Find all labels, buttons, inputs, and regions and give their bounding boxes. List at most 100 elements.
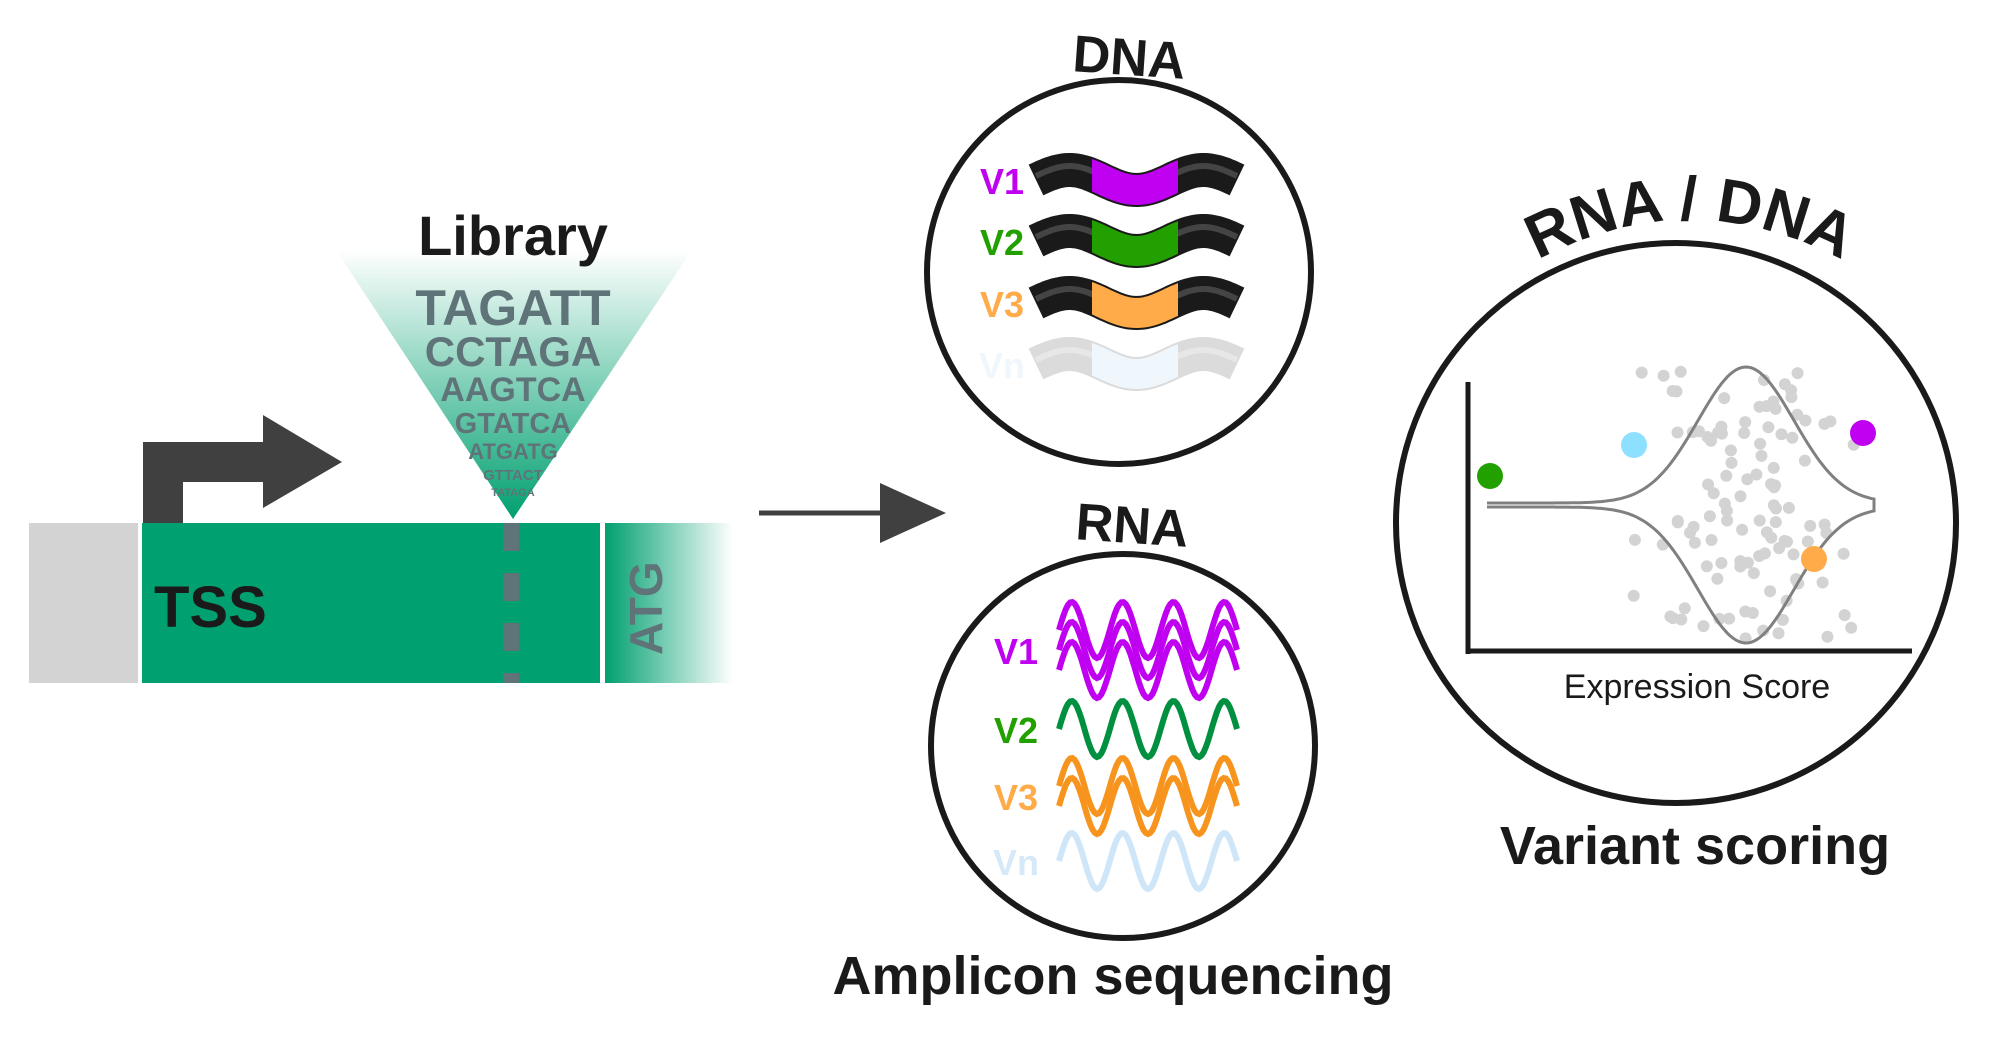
atg-label: ATG: [620, 561, 672, 655]
gray-dot: [1769, 516, 1782, 529]
dna-variant-row: V3: [980, 276, 1245, 331]
gray-dot: [1804, 519, 1817, 532]
gray-dot: [1767, 461, 1780, 474]
library-sequence: GTTACT: [483, 467, 543, 484]
gray-dot: [1845, 621, 1858, 634]
rna-circle: [928, 551, 1318, 941]
rna-transcript-wave: [1056, 829, 1240, 893]
gray-dot: [1738, 427, 1751, 439]
gray-dot: [1670, 385, 1683, 398]
gray-dot: [1715, 557, 1728, 569]
gray-dot: [1692, 425, 1705, 438]
library-sequences: TAGATTCCTAGAAAGTCAGTATCAATGATGGTTACTTATA…: [415, 280, 610, 499]
gray-dot: [1720, 469, 1733, 482]
gray-dot: [1775, 428, 1788, 441]
gray-dot: [1724, 444, 1737, 457]
gray-dot: [1628, 533, 1641, 546]
gray-dot: [1767, 499, 1780, 512]
gray-dot: [1723, 612, 1736, 625]
gray-dot: [1799, 414, 1812, 427]
library-title: Library: [418, 204, 608, 267]
gray-dot: [1750, 468, 1763, 481]
gray-dot: [1702, 478, 1715, 491]
gray-dot: [1736, 523, 1749, 536]
gray-dot: [1754, 437, 1767, 450]
variant-dot-orange: [1801, 546, 1827, 572]
gray-dot: [1785, 391, 1798, 404]
gray-dot: [1816, 576, 1829, 589]
distribution-violin: [1487, 365, 1876, 645]
gray-dot: [1787, 548, 1800, 561]
gray-dot: [1772, 627, 1785, 640]
gray-dot: [1755, 449, 1768, 462]
gray-dot: [1798, 454, 1811, 467]
gray-dot: [1739, 416, 1752, 429]
gray-dot: [1762, 421, 1775, 434]
gray-dot: [1758, 547, 1771, 560]
rna-variant-row: V3: [994, 754, 1240, 838]
dna-variant-row: Vn: [979, 337, 1245, 392]
gray-dot: [1627, 589, 1640, 602]
rna-transcript-wave: [1056, 774, 1240, 838]
rna-transcript-wave: [1056, 598, 1240, 662]
gray-dot: [1718, 392, 1731, 405]
gray-dot: [1703, 510, 1716, 523]
gray-dot: [1776, 613, 1789, 626]
gray-dot: [1721, 514, 1734, 527]
dna-variant-label: V2: [980, 222, 1024, 263]
rna-variant-label: V2: [994, 710, 1038, 751]
gray-dot: [1675, 613, 1688, 626]
scoring-circle: [1393, 240, 1959, 806]
gray-dot: [1769, 479, 1781, 492]
gray-dot: [1778, 378, 1791, 391]
gray-dot: [1760, 526, 1773, 539]
dna-variant-label: V3: [980, 284, 1024, 325]
gray-dot: [1674, 365, 1687, 378]
rna-transcript-wave: [1056, 638, 1240, 702]
gray-dot: [1711, 572, 1724, 585]
upstream-block: [29, 523, 138, 683]
dna-variant-row: V2: [980, 214, 1245, 269]
gray-dot: [1697, 620, 1710, 633]
variant-dot-light-blue: [1621, 432, 1647, 458]
tss-label: TSS: [154, 575, 267, 640]
rna-transcript-wave: [1056, 754, 1240, 818]
rna-variant-label: V3: [994, 777, 1038, 818]
gray-dot: [1725, 456, 1738, 469]
scoring-title: RNA / DNA: [1515, 165, 1866, 272]
scoring-title-text: RNA / DNA: [1515, 165, 1866, 272]
gray-dot: [1700, 560, 1713, 573]
gray-dot: [1824, 415, 1837, 428]
background-variant-dots: [1627, 365, 1860, 645]
library-insert-triangle: [336, 250, 692, 519]
variant-dot-green: [1477, 463, 1503, 489]
library-sequence: AAGTCA: [440, 371, 585, 409]
gray-dot: [1705, 434, 1717, 447]
gray-dot: [1734, 560, 1747, 573]
library-sequence: TAGATT: [415, 280, 610, 336]
gray-dot: [1767, 395, 1780, 408]
library-sequence: CCTAGA: [425, 328, 602, 375]
rna-variant-label: V1: [994, 631, 1038, 672]
gray-dot: [1747, 567, 1760, 580]
dna-variant-row: V1: [980, 153, 1245, 208]
gray-dot: [1746, 607, 1759, 619]
library-sequence: GTATCA: [455, 408, 572, 440]
gray-dot: [1791, 367, 1804, 380]
rna-variant-label: Vn: [993, 842, 1039, 883]
atg-block: [605, 523, 733, 683]
gray-dot: [1688, 536, 1701, 549]
gray-dot: [1678, 602, 1691, 615]
gray-dot: [1786, 431, 1799, 444]
gray-dot: [1712, 426, 1725, 439]
gray-dot: [1718, 497, 1731, 510]
gray-dot: [1734, 490, 1747, 503]
gray-dot: [1705, 534, 1718, 546]
gray-dot: [1837, 547, 1850, 560]
gray-dot: [1773, 542, 1786, 555]
promoter-construct: TSS ATG Library TAGATTCCTAGAAAGTCAGTATCA…: [29, 204, 733, 683]
dna-circle: [924, 77, 1314, 467]
